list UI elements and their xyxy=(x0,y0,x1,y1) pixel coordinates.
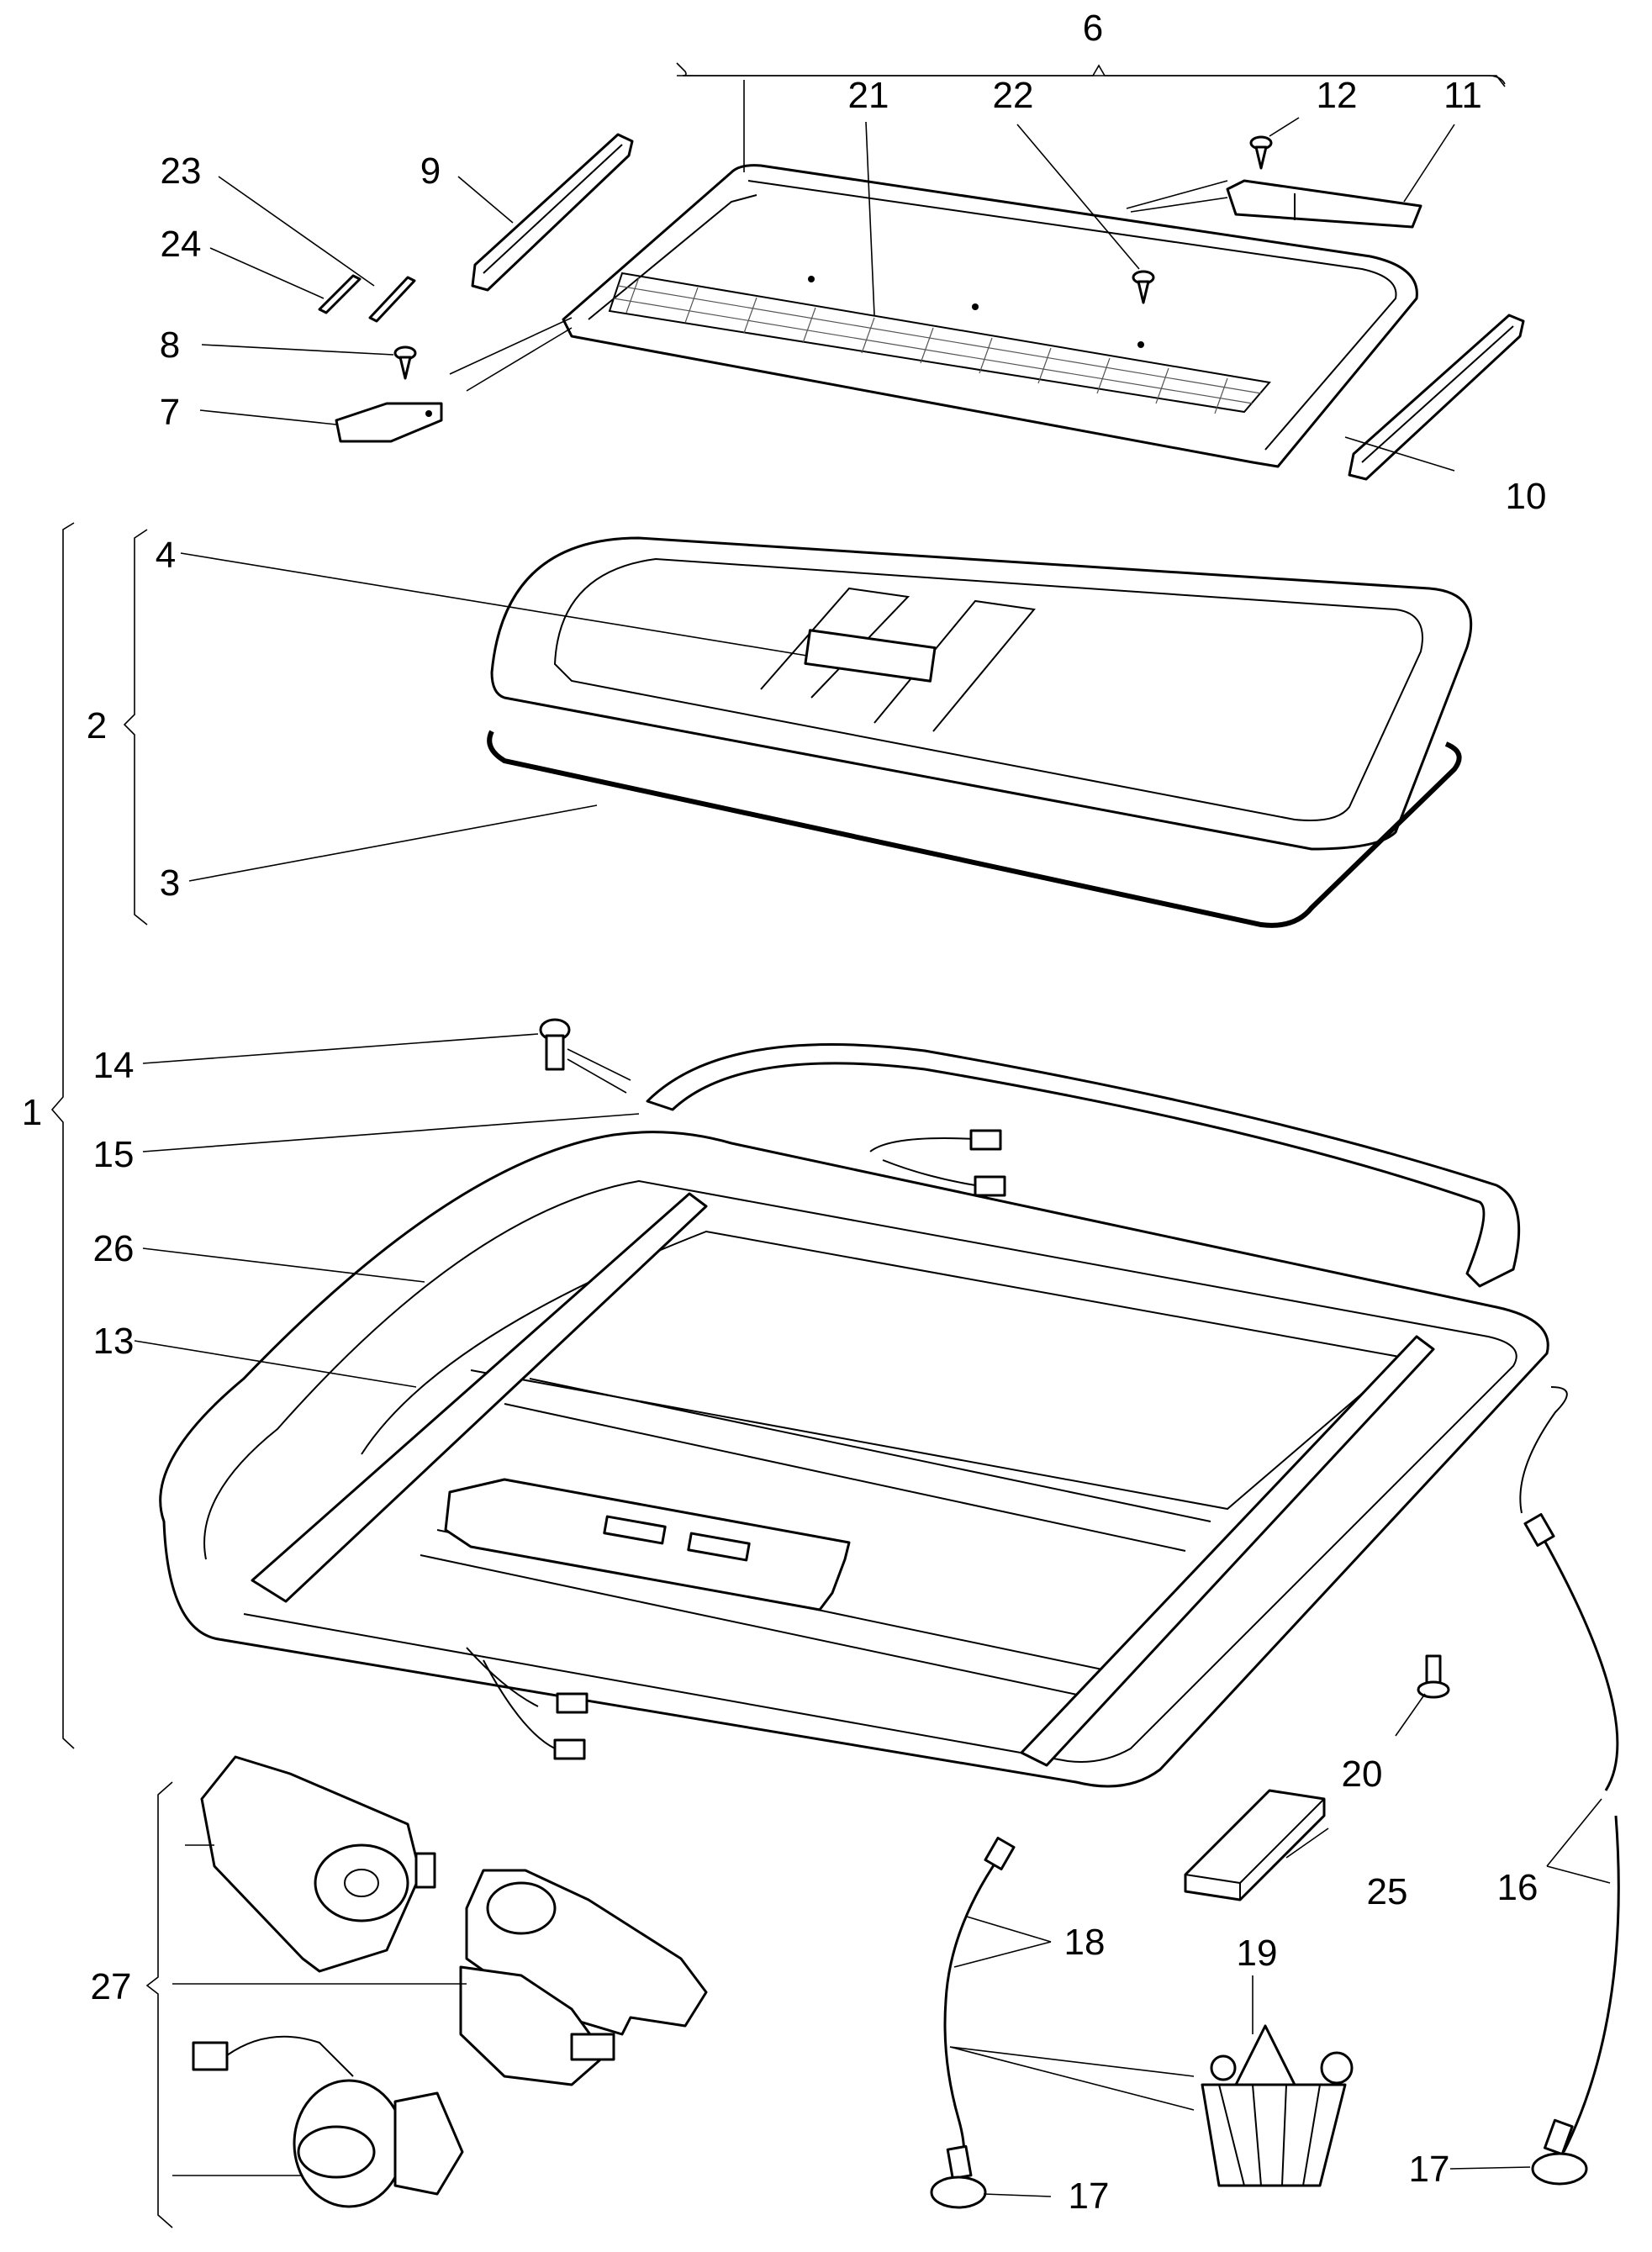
callout-11: 11 xyxy=(1444,75,1482,116)
assembly-braces xyxy=(50,62,1506,2228)
wind-deflector xyxy=(646,1043,1521,1288)
callout-22: 22 xyxy=(993,75,1034,116)
callout-6: 6 xyxy=(1083,8,1103,49)
callout-17-left: 17 xyxy=(1069,2176,1110,2217)
handle-cover xyxy=(1226,179,1422,229)
callout-15: 15 xyxy=(93,1134,135,1175)
callout-7: 7 xyxy=(160,392,180,433)
callout-17-right: 17 xyxy=(1409,2149,1450,2190)
bracket-7 xyxy=(335,402,443,443)
callout-24: 24 xyxy=(161,224,202,265)
pins-23-24 xyxy=(318,274,416,323)
callout-8: 8 xyxy=(160,324,180,366)
frame-outer xyxy=(159,1131,1549,1788)
frame-assembly xyxy=(159,1043,1568,1788)
callout-2: 2 xyxy=(87,705,107,746)
grommet-17-right xyxy=(1531,2152,1588,2186)
callout-12: 12 xyxy=(1317,75,1358,116)
callout-25: 25 xyxy=(1367,1871,1408,1912)
brace-27 xyxy=(145,1781,173,2228)
callout-10: 10 xyxy=(1506,476,1547,517)
screw-8 xyxy=(393,345,417,380)
shade-rail-right xyxy=(1348,314,1525,481)
callout-13: 13 xyxy=(93,1321,135,1362)
callout-23: 23 xyxy=(161,150,202,192)
glass-panel-frame xyxy=(490,536,1473,851)
drain-valve-19 xyxy=(1201,2024,1354,2187)
glass-panel-assembly xyxy=(490,536,1473,851)
callout-21: 21 xyxy=(848,75,889,116)
leader-lines xyxy=(134,80,1611,2197)
motor-27-bottom xyxy=(192,2035,464,2208)
panel-latch xyxy=(804,629,937,683)
brace-6 xyxy=(676,62,1506,85)
guide-rail-left xyxy=(251,1192,708,1603)
callout-3: 3 xyxy=(160,862,180,904)
callout-9: 9 xyxy=(420,150,441,192)
grommet-17-left xyxy=(930,2176,987,2209)
motor-27-middle xyxy=(459,1869,708,2086)
callout-1: 1 xyxy=(22,1092,42,1133)
callout-labels: 6 21 22 12 11 23 9 24 8 7 10 4 2 3 14 1 … xyxy=(22,8,1547,2217)
callout-4: 4 xyxy=(156,535,176,576)
screw-22 xyxy=(1132,270,1155,304)
drain-tube-16 xyxy=(1523,1513,1620,2186)
motor-27-top xyxy=(200,1755,436,1973)
bolt-14 xyxy=(539,1018,571,1071)
callout-14: 14 xyxy=(93,1045,135,1086)
brace-1 xyxy=(50,522,75,1749)
callout-26: 26 xyxy=(93,1228,135,1269)
guide-rail-right xyxy=(1020,1335,1435,1767)
callout-19: 19 xyxy=(1237,1933,1278,1974)
shade-rail-left xyxy=(471,133,634,292)
bolt-20 xyxy=(1417,1654,1450,1699)
callout-16: 16 xyxy=(1497,1867,1539,1908)
sunshade-panel xyxy=(562,164,1418,468)
glass-seal xyxy=(487,730,1462,928)
brace-6-left xyxy=(677,64,1506,87)
callout-20: 20 xyxy=(1342,1754,1383,1795)
frame-opening xyxy=(361,1230,1407,1511)
drive-plate xyxy=(444,1478,851,1611)
pad-25 xyxy=(1184,1789,1326,1901)
callout-18: 18 xyxy=(1064,1922,1106,1963)
screw-12 xyxy=(1249,135,1273,170)
brace-2 xyxy=(123,529,148,926)
sunshade-frame xyxy=(562,164,1418,468)
drain-tube-18 xyxy=(930,1837,1016,2209)
callout-27: 27 xyxy=(91,1966,132,2007)
